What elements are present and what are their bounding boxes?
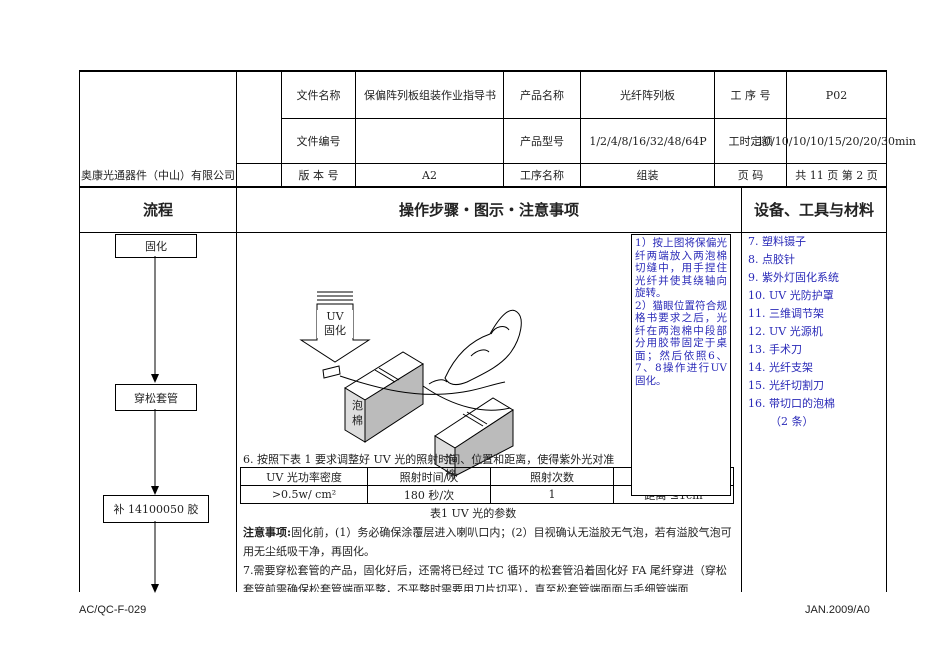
col-line-3 [355, 72, 356, 186]
table-caption: 表1 UV 光的参数 [430, 507, 517, 520]
process-no-label: 工 序 号 [730, 88, 771, 102]
uv-cure-label: UV 固化 [317, 310, 353, 338]
step-name-value: 组装 [636, 168, 659, 182]
col-line-7 [786, 72, 787, 186]
flow-step-cure: 固化 [115, 234, 197, 258]
flow-step-sleeve: 穿松套管 [115, 384, 197, 411]
table-cell: >0.5w/ cm² [240, 485, 368, 504]
tool-item: 14. 光纤支架 [748, 361, 813, 374]
col-line-5 [580, 72, 581, 186]
product-name-label: 产品名称 [520, 88, 564, 102]
flow-arrow-2 [151, 409, 159, 495]
notes-label: 注意事项: [243, 526, 292, 539]
version-label: 版 本 号 [298, 168, 339, 182]
tool-item: 13. 手术刀 [748, 343, 802, 356]
hand-icon [428, 309, 522, 386]
page-value: 共 11 页 第 2 页 [795, 168, 878, 182]
col-line-2 [281, 72, 282, 186]
model-value: 1/2/4/8/16/32/48/64P [589, 134, 707, 148]
row-line-3 [79, 186, 887, 188]
model-label: 产品型号 [520, 134, 564, 148]
row-line-2 [236, 163, 887, 164]
flow-arrow-3 [151, 521, 159, 593]
time-label: 工时定额 [728, 134, 773, 148]
foam-block-left [344, 351, 424, 443]
process-no-value: P02 [825, 88, 848, 102]
tool-item: 10. UV 光防护罩 [748, 289, 834, 302]
notes-block: 注意事项:固化前，(1）务必确保涂覆层进入喇叭口内；(2）目视确认无溢胶无气泡，… [243, 523, 737, 561]
tool-item: 15. 光纤切割刀 [748, 379, 824, 392]
table-header-cell: 照射次数 [490, 467, 614, 486]
tool-item: 8. 点胶针 [748, 253, 795, 266]
tools-title: 设备、工具与材料 [753, 200, 874, 219]
doc-no-label: 文件编号 [296, 134, 341, 148]
step-name-label: 工序名称 [520, 168, 564, 182]
tool-item: 9. 紫外灯固化系统 [748, 271, 839, 284]
tool-item: （2 条） [770, 415, 814, 428]
page-label: 页 码 [737, 168, 764, 182]
col-line-tools [741, 186, 742, 592]
time-value: 10/10/10/10/15/20/20/30min [757, 134, 916, 148]
frame-top [79, 70, 887, 72]
row-line-4 [79, 232, 887, 233]
tools-list: 7. 塑料镊子 8. 点胶针 9. 紫外灯固化系统 10. UV 光防护罩 11… [748, 233, 884, 431]
step-7-text: 7.需要穿松套管的产品，固化好后，还需将已经过 TC 循环的松套管沿着固化好 F… [243, 564, 727, 592]
tool-item: 12. UV 光源机 [748, 325, 823, 338]
flow-title: 流程 [142, 200, 173, 219]
flow-arrow-1 [151, 256, 159, 383]
frame-right [886, 70, 887, 592]
table-cell: 1 [490, 485, 614, 504]
foam-label-left: 泡 棉 [352, 399, 363, 427]
ops-title: 操作步骤・图示・注意事项 [398, 200, 579, 219]
callout-instructions: 1）按上图将保偏光纤两端放入两泡棉切缝中，用手捏住光纤并使其绕轴向旋转。 2）猫… [631, 234, 731, 496]
table-header-cell: 照射时间/次 [367, 467, 491, 486]
flow-step-glue: 补 14100050 胶 [103, 495, 209, 523]
table-header-cell: UV 光功率密度 [240, 467, 368, 486]
doc-no-value [356, 119, 503, 163]
table-cell: 180 秒/次 [367, 485, 491, 504]
notes-text: 固化前，(1）务必确保涂覆层进入喇叭口内；(2）目视确认无溢胶无气泡，若有溢胶气… [243, 526, 732, 558]
footer-date-rev: JAN.2009/A0 [805, 604, 870, 616]
row-line-1 [281, 118, 887, 119]
doc-name-value: 保偏阵列板组装作业指导书 [364, 88, 496, 102]
frame-left [79, 70, 80, 592]
company-name: 奥康光通器件（中山）有限公司 [81, 168, 235, 182]
tool-item: 7. 塑料镊子 [748, 235, 806, 248]
tool-item: 11. 三维调节架 [748, 307, 824, 320]
tool-item: 16. 带切口的泡棉 [748, 397, 835, 410]
version-value: A2 [422, 168, 437, 182]
product-name-value: 光纤阵列板 [620, 88, 675, 102]
col-line-1 [236, 70, 237, 592]
col-line-4 [503, 72, 504, 186]
footer-form-code: AC/QC-F-029 [79, 604, 147, 616]
doc-name-label: 文件名称 [296, 88, 341, 102]
col-line-6 [714, 72, 715, 186]
step-6-text: 6. 按照下表 1 要求调整好 UV 光的照射时间、位置和距离，使得紫外光对准 [243, 453, 615, 466]
